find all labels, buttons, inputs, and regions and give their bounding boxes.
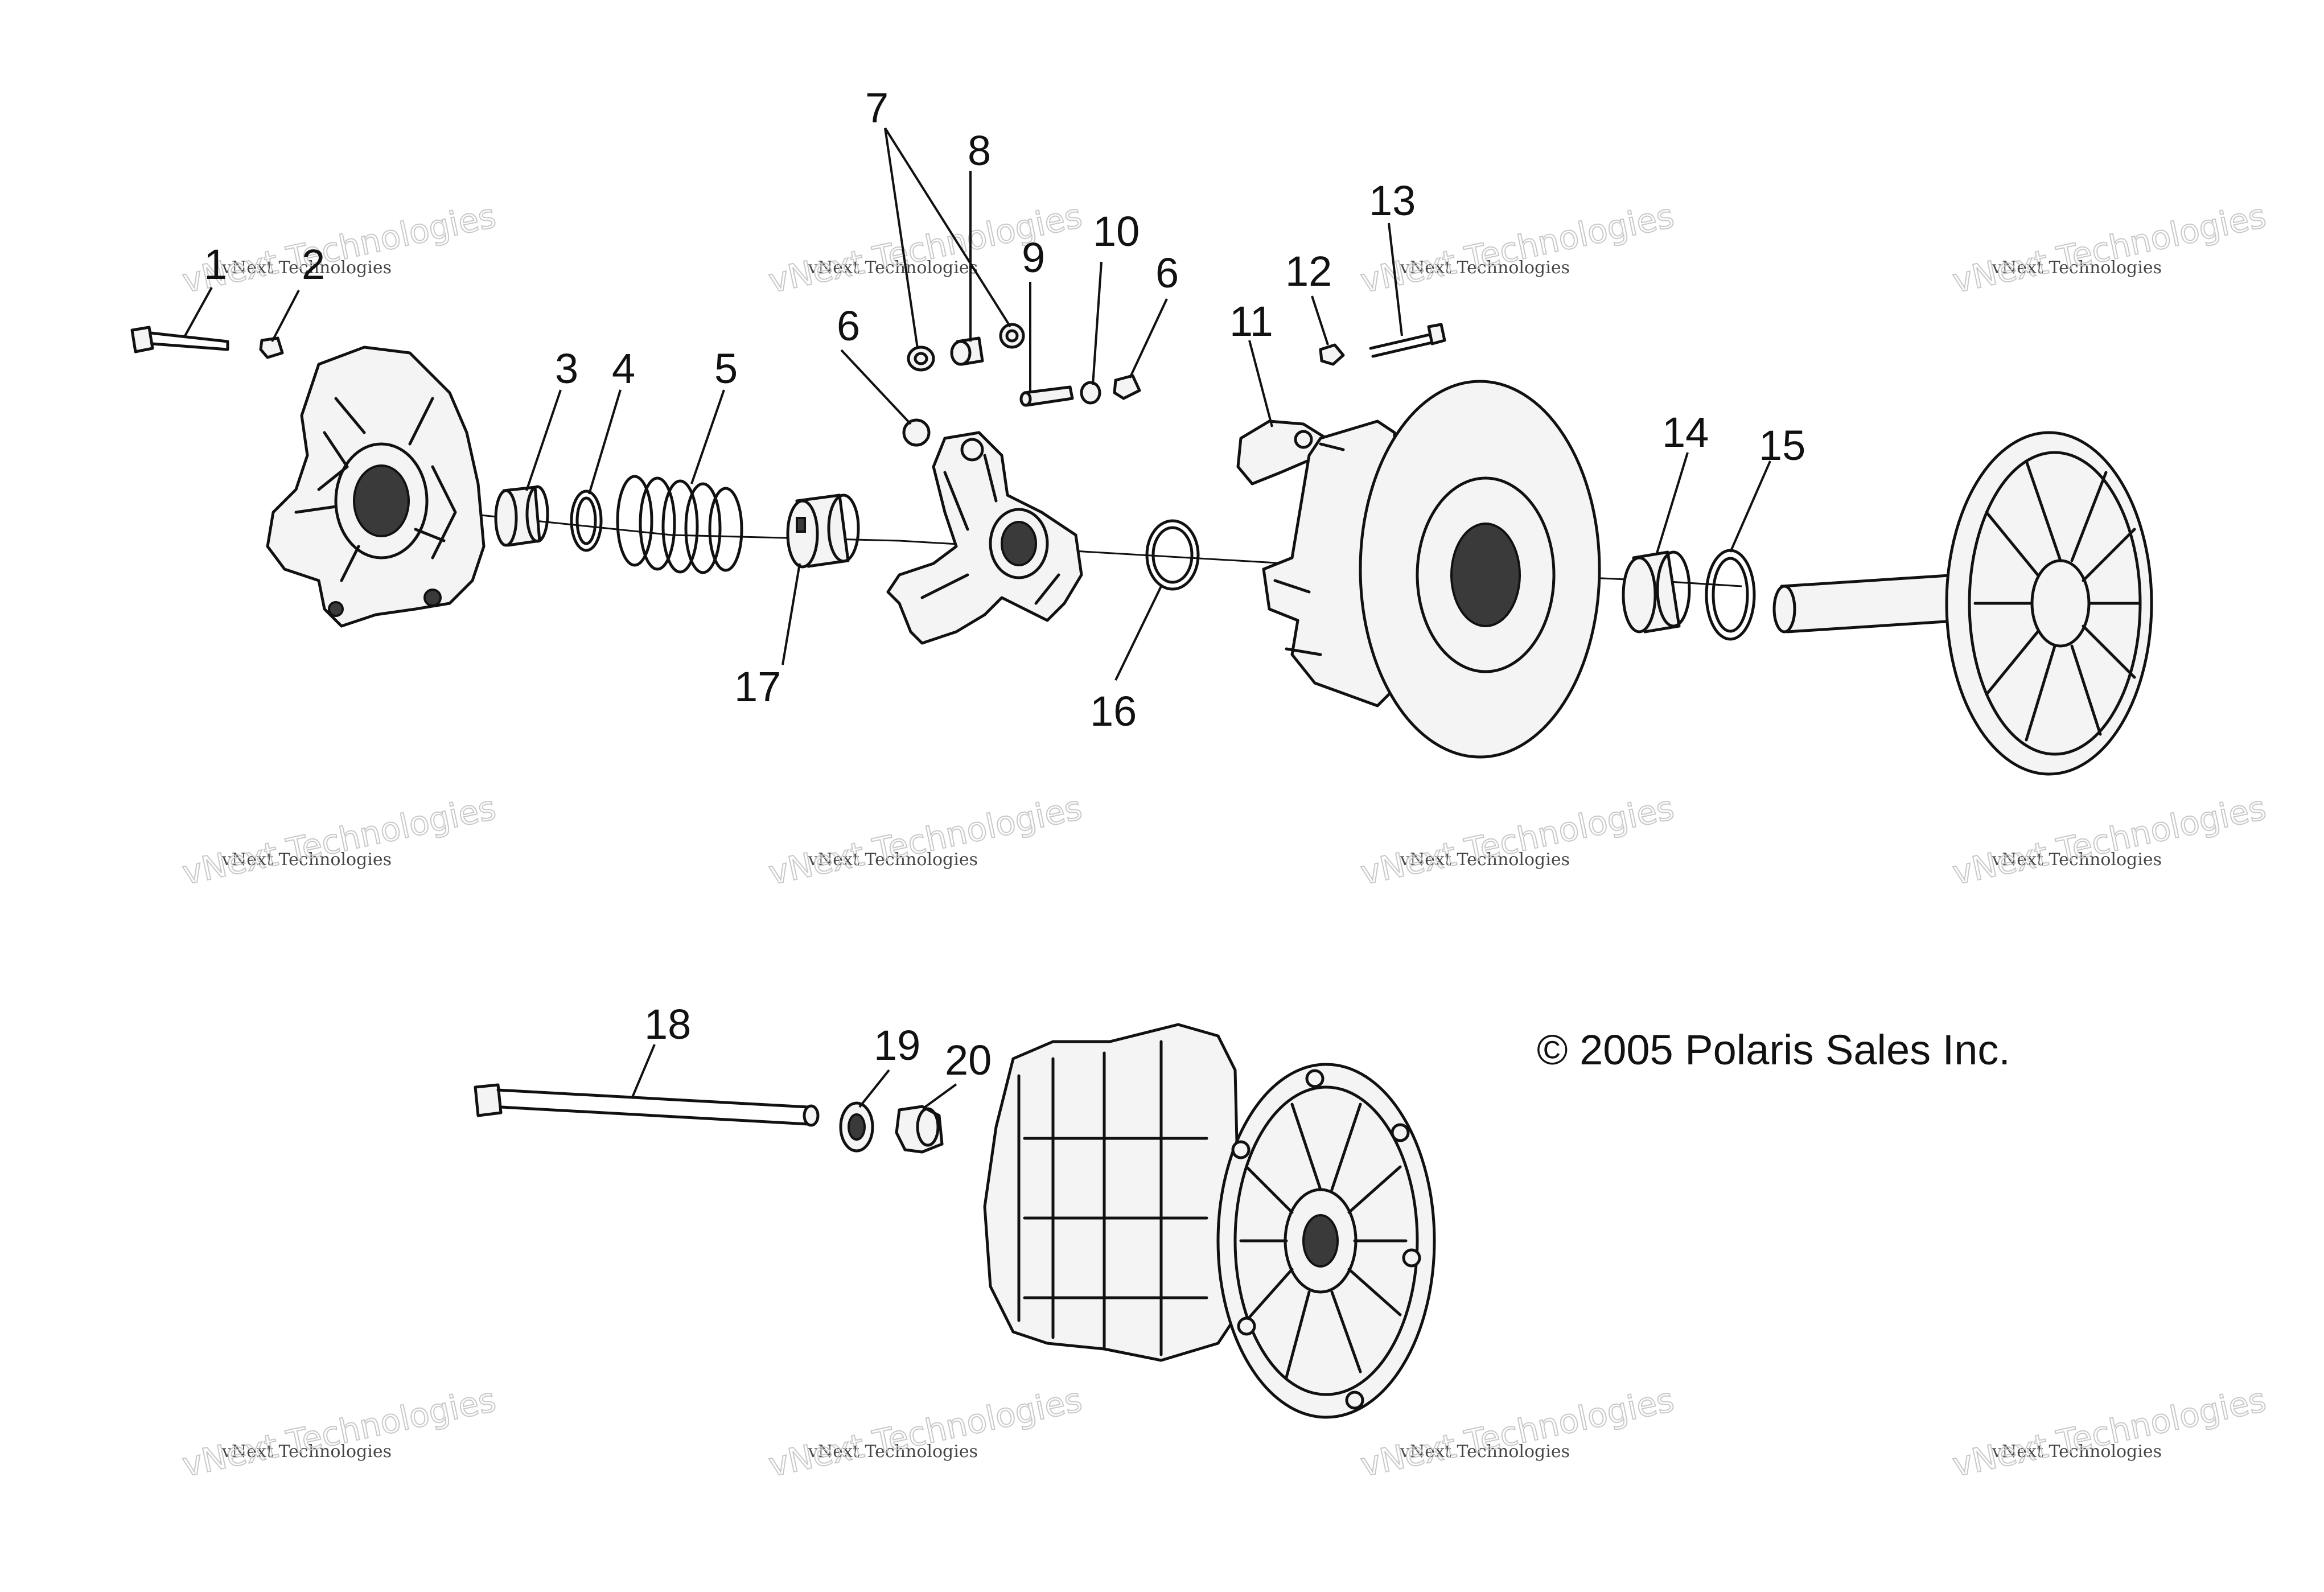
cover-plate	[266, 345, 486, 628]
watermark: vNext Technologies vNext Technologies	[1948, 196, 2269, 301]
callout-6-left: 6	[837, 302, 860, 349]
part-labels: 1 2 3 4 5 6 7 8 9 10 6 11 12 13 14 15 16…	[204, 84, 1805, 1084]
moveable-sheave	[1262, 380, 1601, 759]
watermark-big-text: vNext Technologies	[1357, 788, 1677, 892]
watermark-small-text: vNext Technologies	[1400, 850, 1570, 870]
callout-5: 5	[714, 345, 738, 392]
watermark: vNext Technologies vNext Technologies	[1356, 1380, 1677, 1485]
part-9-pin	[1019, 385, 1074, 407]
watermark-big-text: vNext Technologies	[1949, 1380, 2269, 1484]
part-6-roller-right	[1113, 374, 1141, 400]
assembled-clutch	[983, 1023, 1436, 1419]
part-10-washer	[1080, 381, 1101, 405]
spider	[886, 431, 1083, 645]
watermark-small-text: vNext Technologies	[221, 1442, 392, 1462]
callout-14: 14	[1662, 409, 1709, 456]
part-6-roller-left	[902, 418, 931, 447]
part-3-bushing	[494, 485, 549, 547]
part-5-spring	[616, 475, 743, 574]
watermark-small-text: vNext Technologies	[1992, 1442, 2162, 1462]
part-4-ring	[570, 489, 603, 552]
part-12-nut	[1319, 343, 1345, 366]
callout-15: 15	[1759, 422, 1805, 469]
watermark: vNext Technologies vNext Technologies	[1948, 788, 2269, 893]
part-18-bolt	[474, 1083, 820, 1127]
callout-10: 10	[1093, 208, 1140, 255]
fixed-sheave	[1772, 431, 2153, 776]
part-1-bolt	[130, 326, 229, 353]
watermark-small-text: vNext Technologies	[808, 850, 978, 870]
watermark-big-text: vNext Technologies	[179, 1380, 499, 1484]
callout-8: 8	[968, 127, 991, 174]
callout-2: 2	[302, 241, 325, 288]
watermark-big-text: vNext Technologies	[1357, 1380, 1677, 1484]
watermark-small-text: vNext Technologies	[808, 258, 978, 278]
callout-9: 9	[1022, 234, 1045, 281]
part-14-bushing	[1622, 550, 1691, 633]
watermark-small-text: vNext Technologies	[1992, 850, 2162, 870]
watermark-big-text: vNext Technologies	[179, 788, 499, 892]
callout-7: 7	[865, 84, 889, 131]
watermark-small-text: vNext Technologies	[1400, 258, 1570, 278]
watermark-small-text: vNext Technologies	[221, 258, 392, 278]
callout-17: 17	[734, 663, 781, 710]
callout-20: 20	[945, 1036, 992, 1084]
copyright-text: © 2005 Polaris Sales Inc.	[1537, 1026, 2010, 1073]
callout-12: 12	[1285, 248, 1332, 295]
callout-11: 11	[1229, 298, 1273, 345]
callout-13: 13	[1369, 177, 1416, 224]
watermark: vNext Technologies vNext Technologies	[1948, 1380, 2269, 1485]
callout-1: 1	[204, 241, 227, 288]
part-17-collar	[786, 493, 860, 569]
callout-6-right: 6	[1155, 249, 1179, 297]
watermark-big-text: vNext Technologies	[765, 1380, 1085, 1484]
callout-3: 3	[555, 345, 578, 392]
callout-19: 19	[874, 1022, 920, 1069]
watermark-big-text: vNext Technologies	[1949, 788, 2269, 892]
watermark-small-text: vNext Technologies	[221, 850, 392, 870]
watermark: vNext Technologies vNext Technologies	[1356, 788, 1677, 893]
watermark: vNext Technologies vNext Technologies	[178, 1380, 499, 1485]
watermark-big-text: vNext Technologies	[765, 788, 1085, 892]
callout-16: 16	[1090, 688, 1137, 735]
part-15-ring	[1705, 549, 1756, 641]
watermark: vNext Technologies vNext Technologies	[764, 788, 1085, 893]
part-20-bushing	[895, 1105, 944, 1154]
watermark-small-text: vNext Technologies	[808, 1442, 978, 1462]
watermark: vNext Technologies vNext Technologies	[764, 1380, 1085, 1485]
callout-4: 4	[612, 345, 635, 392]
part-19-washer	[839, 1101, 874, 1153]
watermark-big-text: vNext Technologies	[1949, 196, 2269, 301]
watermark-small-text: vNext Technologies	[1400, 1442, 1570, 1462]
part-8-roller	[950, 336, 984, 366]
watermark-small-text: vNext Technologies	[1992, 258, 2162, 278]
part-7-nut-a	[907, 345, 935, 372]
leader-lines	[184, 127, 1771, 1108]
part-16-washer	[1145, 519, 1200, 591]
callout-18: 18	[644, 1001, 691, 1048]
part-7-nut-b	[999, 323, 1025, 349]
part-13-bolt	[1369, 323, 1446, 358]
part-2-nut	[259, 336, 284, 359]
watermark: vNext Technologies vNext Technologies	[178, 788, 499, 893]
